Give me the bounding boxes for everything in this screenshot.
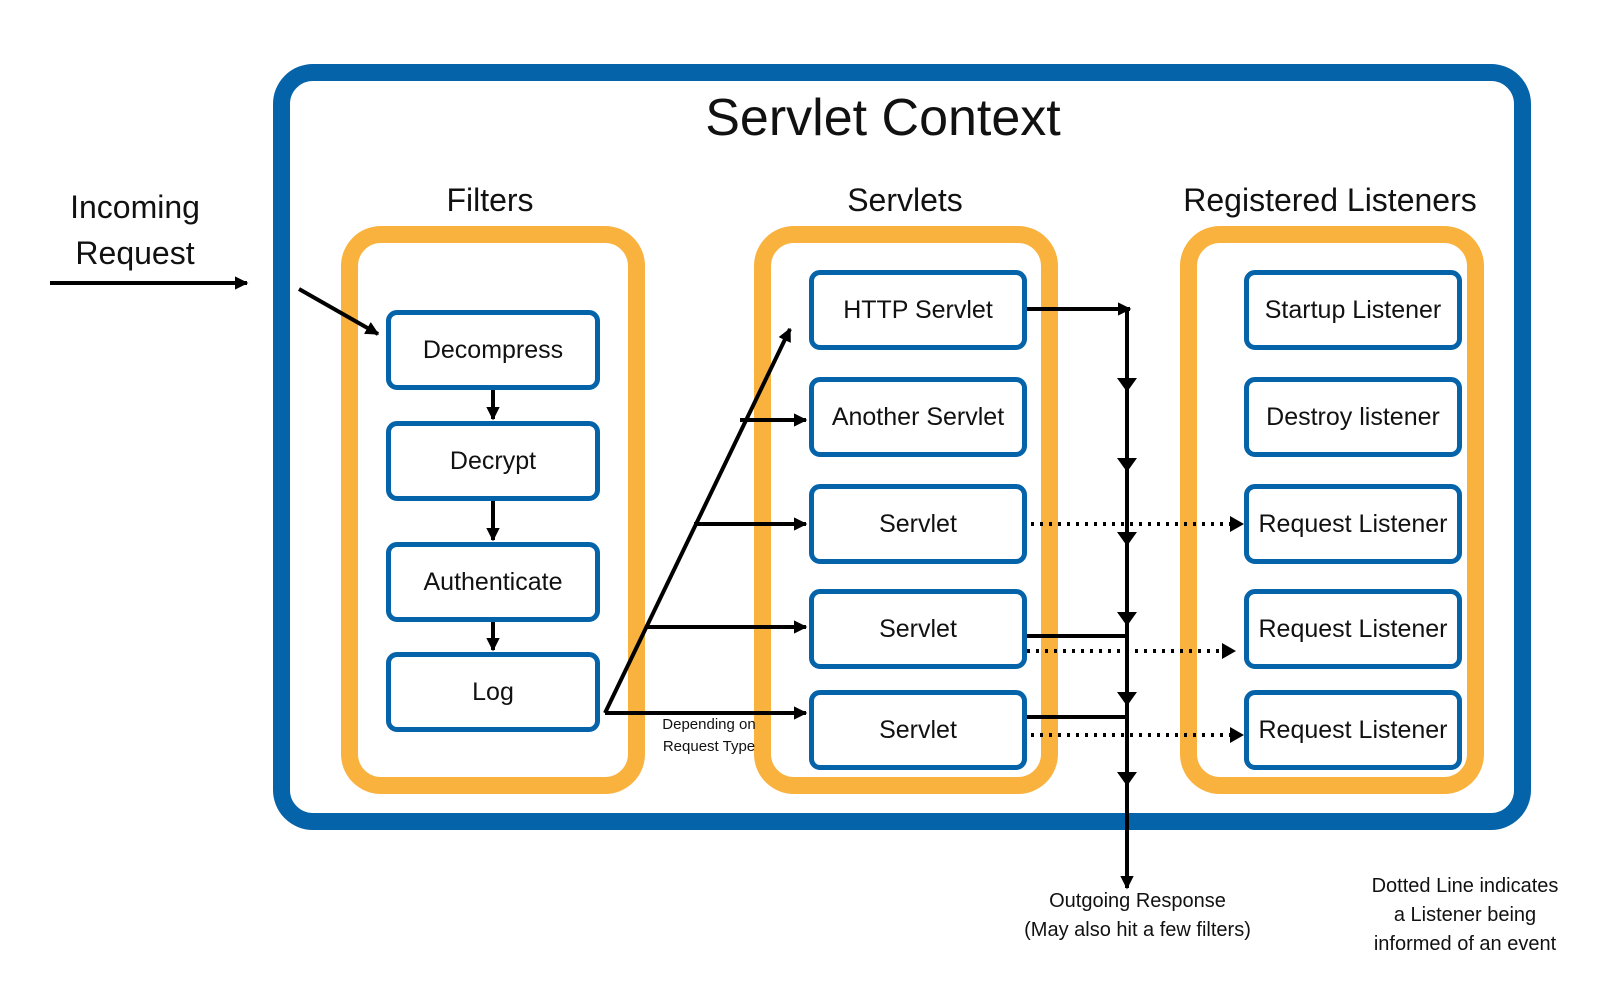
legend-note-line-1: Dotted Line indicates [1371,875,1559,897]
filter-authenticate[interactable]: Authenticate [386,542,600,622]
listener-request-2[interactable]: Request Listener [1244,589,1462,669]
filter-log[interactable]: Log [386,652,600,732]
incoming-request-label: Incoming Request [40,184,230,276]
outgoing-response-line-1: Outgoing Response [1049,890,1226,912]
servlet-3[interactable]: Servlet [809,484,1027,564]
filter-decrypt[interactable]: Decrypt [386,421,600,501]
depending-label: Depending on Request Type [649,714,769,758]
filters-title: Filters [446,182,534,218]
filter-decompress[interactable]: Decompress [386,310,600,390]
legend-note-line-2: a Listener being [1393,904,1537,926]
listener-request-3[interactable]: Request Listener [1244,690,1462,770]
legend-note-line-3: informed of an event [1373,933,1557,955]
servlet-4[interactable]: Servlet [809,589,1027,669]
servlet-5[interactable]: Servlet [809,690,1027,770]
listener-request-1[interactable]: Request Listener [1244,484,1462,564]
diagram-title: Servlet Context [705,89,1061,147]
servlet-context-container [273,64,1531,830]
depending-label-line-1: Depending on [662,716,756,733]
listener-startup[interactable]: Startup Listener [1244,270,1462,350]
depending-label-line-2: Request Type [662,738,756,755]
incoming-request-line-1: Incoming [70,189,200,225]
listener-destroy[interactable]: Destroy listener [1244,377,1462,457]
servlets-title: Servlets [847,182,963,218]
legend-note: Dotted Line indicates a Listener being i… [1350,872,1580,959]
servlet-another[interactable]: Another Servlet [809,377,1027,457]
outgoing-response-line-2: (May also hit a few filters) [1024,919,1251,941]
servlet-http[interactable]: HTTP Servlet [809,270,1027,350]
listeners-title: Registered Listeners [1183,182,1477,218]
outgoing-response-label: Outgoing Response (May also hit a few fi… [1000,887,1275,945]
incoming-request-line-2: Request [75,235,195,271]
